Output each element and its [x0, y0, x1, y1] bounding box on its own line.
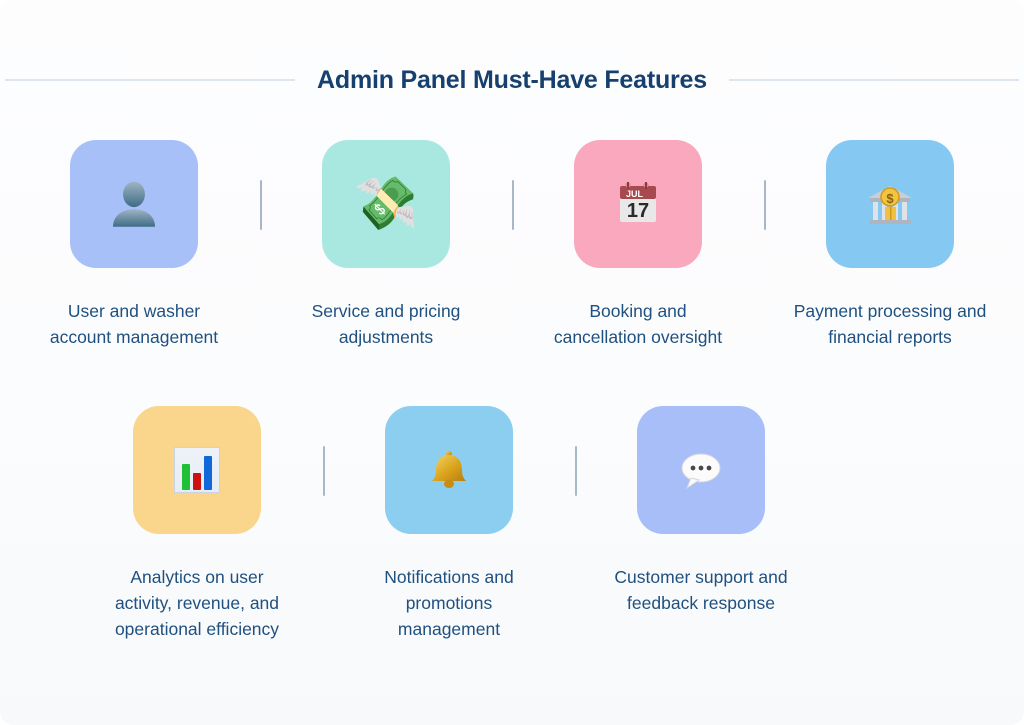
bar-chart-icon: [174, 447, 220, 493]
cell-divider: [323, 446, 325, 496]
bank-icon: $: [868, 186, 912, 224]
title-row: Admin Panel Must-Have Features: [0, 60, 1024, 100]
bell-icon: [432, 451, 466, 488]
page-title: Admin Panel Must-Have Features: [317, 65, 707, 94]
calendar-day-text: 17: [627, 200, 649, 222]
person-bust-icon: [113, 181, 155, 227]
money-with-wings-icon: 💸: [353, 175, 419, 233]
cell-divider: [512, 180, 514, 230]
feature-tile: 💸: [322, 140, 450, 268]
feature-tile: JUL 17: [574, 140, 702, 268]
svg-text:$: $: [886, 191, 894, 206]
title-rule-right: [728, 79, 1019, 81]
cell-divider: [260, 180, 262, 230]
speech-balloon-icon: [681, 453, 721, 490]
feature-tile: [637, 406, 765, 534]
cell-divider: [575, 446, 577, 496]
feature-tile: [133, 406, 261, 534]
feature-tile: [385, 406, 513, 534]
feature-tile: [70, 140, 198, 268]
cell-divider: [764, 180, 766, 230]
calendar-month-text: JUL: [626, 189, 644, 199]
title-rule-left: [5, 79, 296, 81]
feature-tile: $: [826, 140, 954, 268]
calendar-icon: JUL 17: [620, 182, 656, 222]
